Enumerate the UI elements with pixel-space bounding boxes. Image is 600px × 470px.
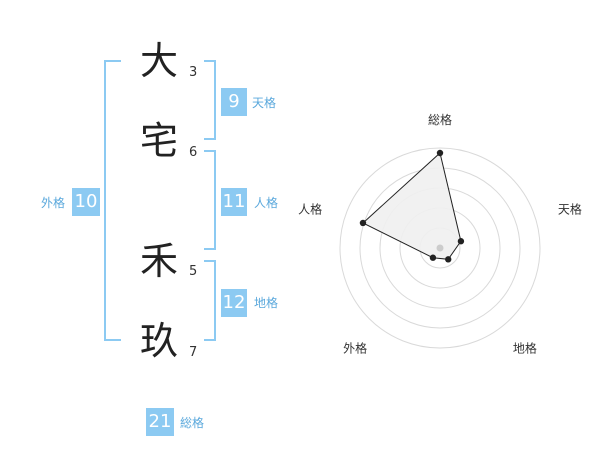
- soukaku-label: 総格: [180, 416, 205, 430]
- gaikaku-bracket: [104, 60, 121, 341]
- name-char-3: 禾: [139, 239, 178, 283]
- radar-point-5: [359, 219, 367, 227]
- radar-points: [359, 149, 465, 263]
- radar-center-dot: [436, 244, 444, 252]
- gaikaku-label: 外格: [41, 196, 66, 210]
- stroke-count-2: 6: [189, 145, 198, 160]
- radar-axis-label-3: 地格: [513, 340, 537, 355]
- chikaku-label: 地格: [254, 296, 279, 310]
- name-char-2: 宅: [139, 119, 178, 163]
- stroke-count-4: 7: [189, 345, 198, 360]
- radar-axis-label-1: 総格: [428, 112, 452, 127]
- name-char-4: 玖: [139, 319, 178, 363]
- jinkaku-bracket: [204, 150, 216, 250]
- jinkaku-label: 人格: [254, 196, 279, 210]
- tenkaku-value: 9: [221, 88, 247, 116]
- gaikaku-value: 10: [72, 188, 100, 216]
- stroke-count-1: 3: [189, 65, 198, 80]
- radar-axis-label-5: 人格: [298, 202, 322, 217]
- radar-point-3: [445, 256, 452, 263]
- tenkaku-bracket: [204, 60, 216, 140]
- name-char-1: 大: [139, 39, 178, 83]
- stroke-count-3: 5: [189, 264, 198, 279]
- radar-point-2: [457, 238, 465, 245]
- jinkaku-value: 11: [221, 188, 247, 216]
- radar-point-1: [436, 149, 444, 157]
- radar-ring: [339, 147, 541, 349]
- radar-point-4: [429, 254, 437, 261]
- radar-axis-label-2: 天格: [558, 202, 582, 217]
- radar-data-area: [362, 152, 462, 260]
- soukaku-value: 21: [146, 408, 174, 436]
- radar-axis-label-4: 外格: [343, 340, 367, 355]
- tenkaku-label: 天格: [252, 96, 277, 110]
- chikaku-bracket: [204, 260, 216, 341]
- chikaku-value: 12: [221, 289, 247, 317]
